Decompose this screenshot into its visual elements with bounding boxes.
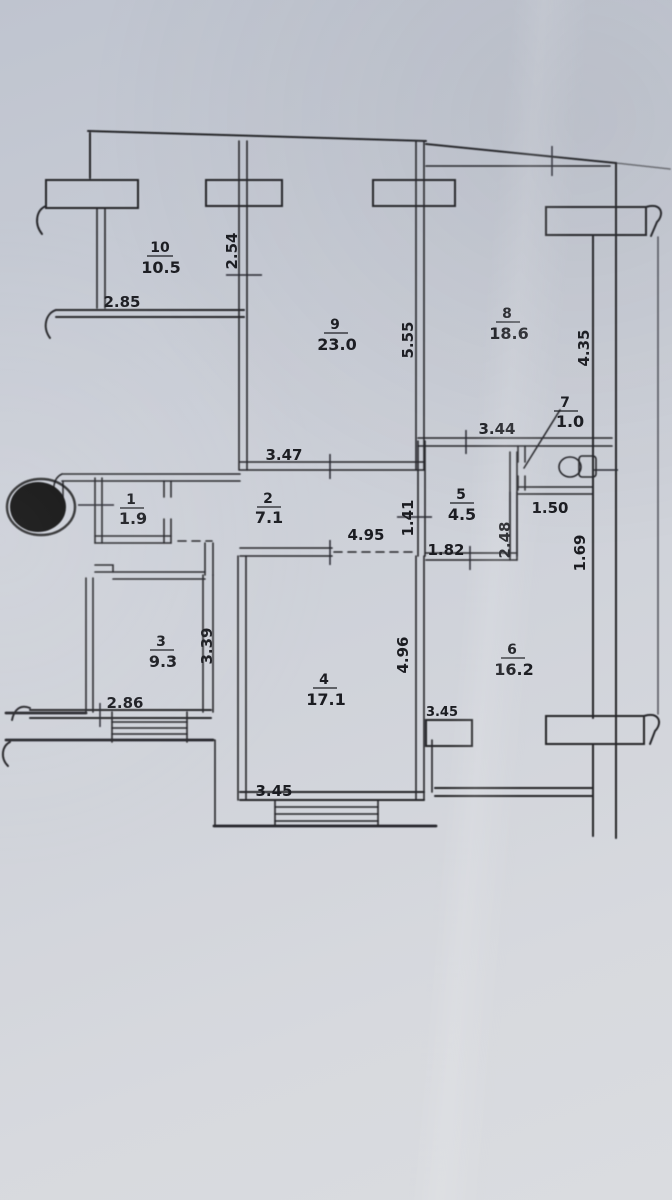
- wall-closet-left: [509, 491, 518, 561]
- dim-corridor-end-wall: 1.41: [399, 499, 417, 536]
- room9-area: 23.0: [317, 335, 356, 354]
- toilet-icon: [558, 455, 597, 478]
- wall-break-flag: [645, 204, 662, 237]
- wall-top-exterior: [87, 130, 427, 142]
- room4-number: 4: [319, 672, 329, 688]
- dim-corridor-bottom: 4.95: [347, 526, 384, 544]
- wall-shaft-top: [204, 542, 214, 576]
- room5-area: 4.5: [448, 505, 476, 524]
- wall-wc-left-bottom: [517, 475, 526, 491]
- dim-room3-bottom: 2.86: [106, 694, 143, 712]
- dim-room10-right-wall: 2.54: [223, 232, 241, 269]
- wall-room1-right-top: [163, 480, 172, 498]
- room1-area: 1.9: [119, 509, 147, 528]
- room2-area: 7.1: [255, 508, 283, 527]
- dim-room4-right-wall: 4.96: [394, 636, 412, 673]
- room7-leader-line: [523, 409, 561, 469]
- room10-number: 10: [150, 240, 170, 256]
- room8-number: 8: [502, 306, 512, 322]
- wall-room3-door-step: [94, 564, 114, 573]
- wall-break-flag: [643, 713, 660, 745]
- pier-room6: [425, 719, 473, 747]
- wall-break-hook: [11, 705, 31, 721]
- room3-area: 9.3: [149, 652, 177, 671]
- room5-number: 5: [456, 487, 466, 503]
- room9-number: 9: [330, 317, 340, 333]
- dim-hall-bottom: 1.82: [427, 541, 464, 559]
- room3-number: 3: [156, 634, 166, 650]
- dim-room3-right-wall: 3.39: [198, 627, 216, 664]
- room8-area: 18.6: [489, 324, 528, 343]
- wall-break-hook: [2, 741, 11, 767]
- wall-top-exterior-right: [425, 143, 617, 164]
- pilaster-room10: [205, 179, 283, 207]
- dim-hall-right-wall: 2.48: [496, 521, 514, 558]
- wall-top-faint: [615, 162, 671, 170]
- pilaster-bottom-right: [545, 715, 645, 745]
- dim-room6-bottom-left: 3.45: [426, 705, 458, 720]
- wall-break-hook: [36, 205, 47, 235]
- pilaster-top-left: [45, 179, 139, 209]
- room2-number: 2: [263, 491, 273, 507]
- window-room4: [274, 799, 379, 827]
- dim-closet-top: 1.50: [531, 499, 568, 517]
- window-room3: [111, 711, 188, 743]
- room4-area: 17.1: [306, 690, 345, 709]
- dim-room9-bottom: 3.47: [265, 446, 302, 464]
- wall-room1-right-bottom: [163, 518, 172, 544]
- pilaster-top-right: [545, 206, 647, 236]
- dim-room8-bottom: 3.44: [478, 420, 515, 438]
- room1-number: 1: [126, 492, 136, 508]
- dim-closet-right-wall: 1.69: [571, 534, 589, 571]
- room6-area: 16.2: [494, 660, 533, 679]
- ink-blot: [5, 477, 77, 537]
- wall-wc-left-top: [517, 445, 526, 463]
- pilaster-room9: [372, 179, 456, 207]
- room7-number: 7: [560, 395, 570, 411]
- room6-number: 6: [507, 642, 517, 658]
- dim-room10-bottom: 2.85: [103, 293, 140, 311]
- dim-room9-right-wall: 5.55: [399, 321, 417, 358]
- room7-area: 1.0: [556, 412, 584, 431]
- room10-area: 10.5: [141, 258, 180, 277]
- wall-break-hook: [44, 309, 57, 339]
- dim-room8-right-wall: 4.35: [575, 329, 593, 366]
- dim-room4-bottom: 3.45: [255, 782, 292, 800]
